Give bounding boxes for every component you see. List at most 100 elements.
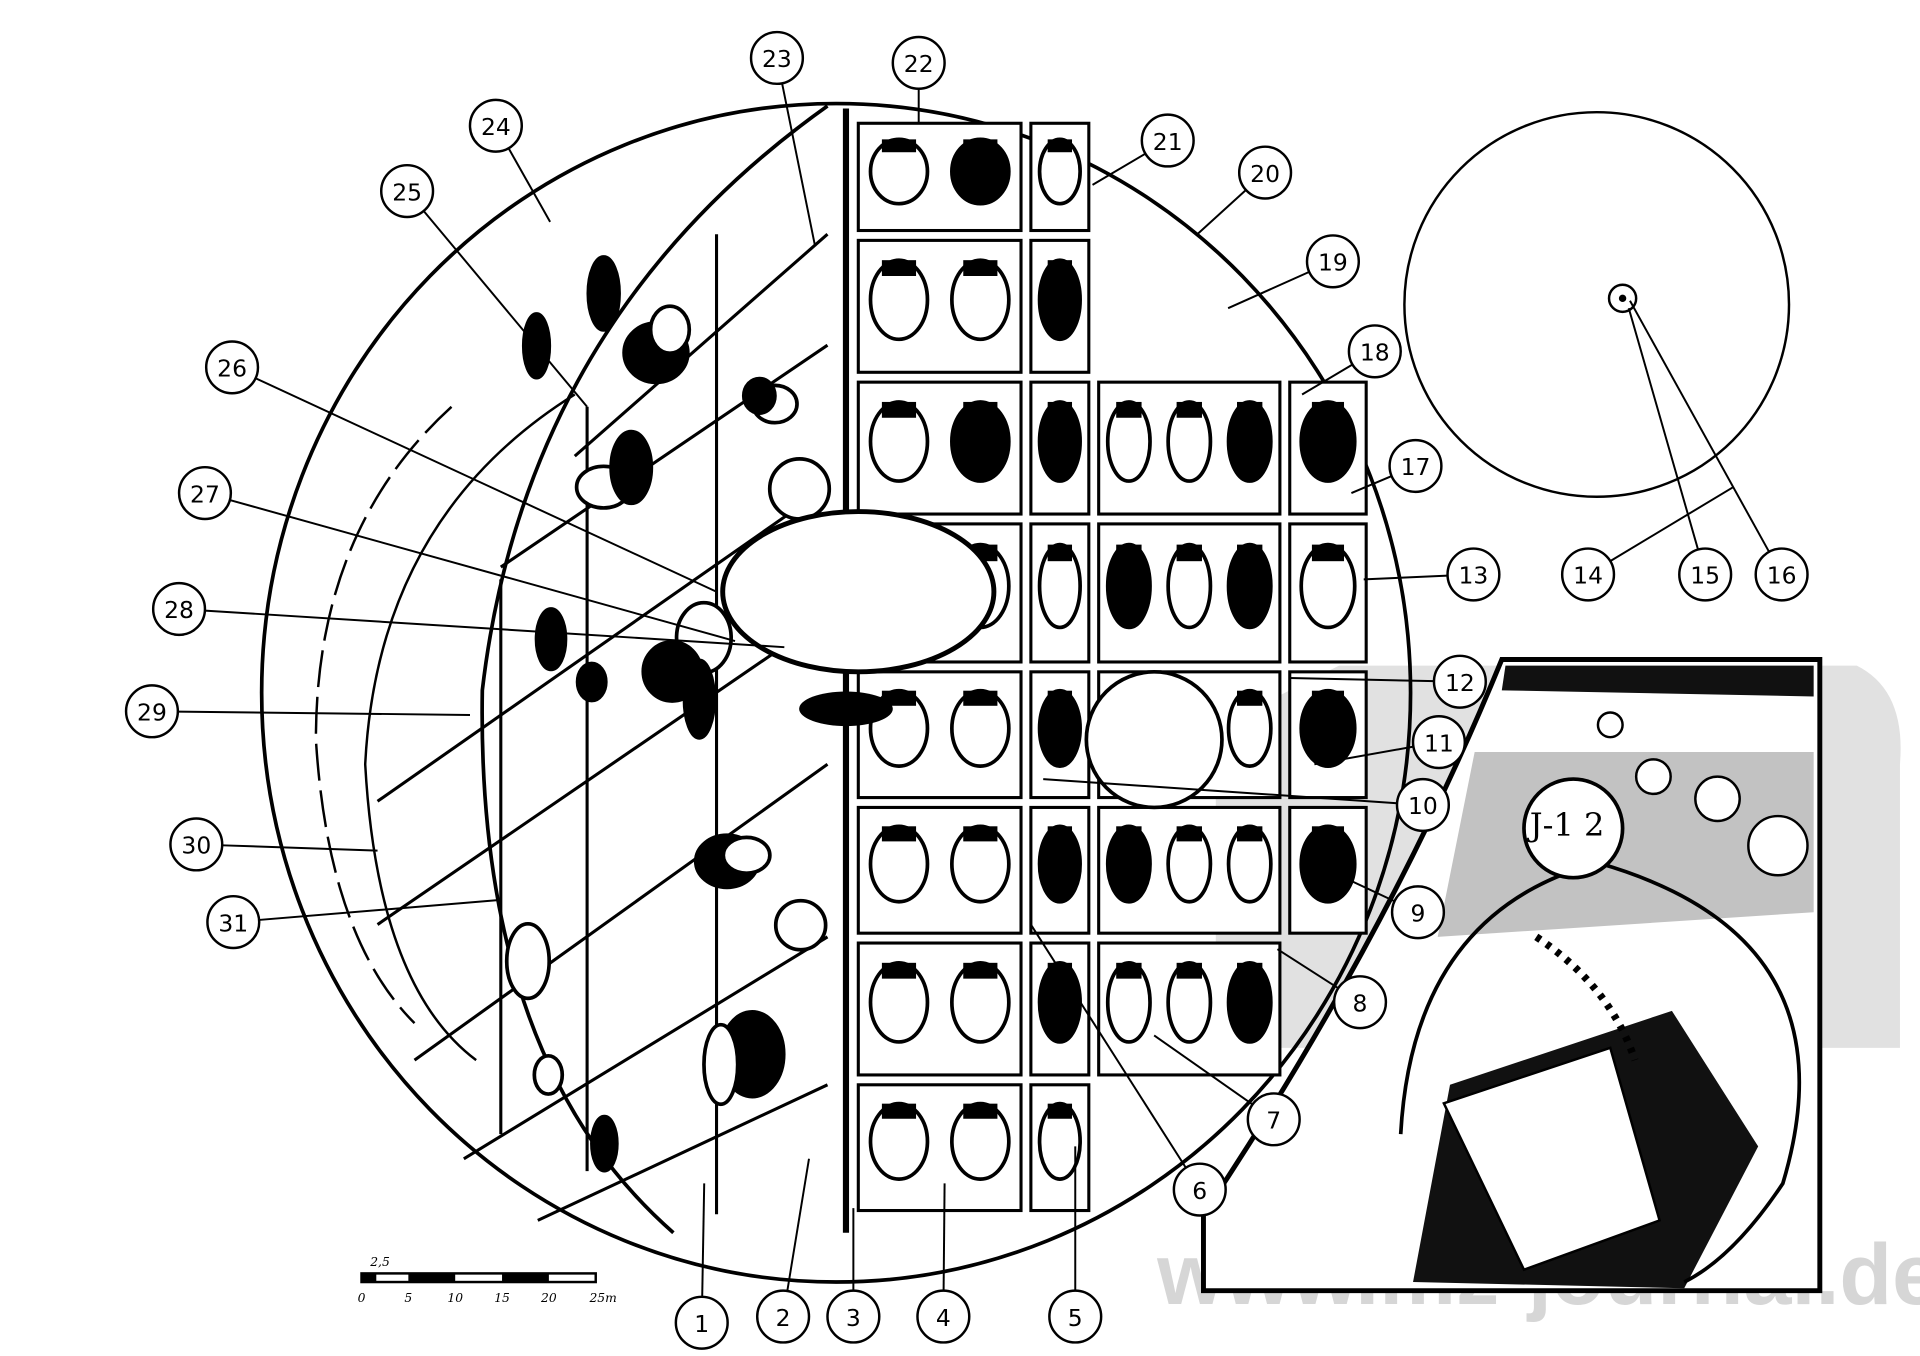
leader-line [1629, 300, 1770, 553]
machinery-cap [1237, 690, 1263, 706]
machinery-cap [1311, 826, 1345, 842]
machinery-cap [881, 260, 917, 276]
leader-line [1030, 924, 1187, 1169]
machinery-cap [1176, 401, 1202, 418]
callout-circle [1140, 113, 1195, 168]
leader-line [422, 210, 588, 408]
leader-line [1627, 307, 1699, 550]
callout-circle [916, 1289, 971, 1344]
callout-circle [1678, 547, 1733, 602]
machinery-cap [1116, 401, 1142, 418]
callout-number: 30 [181, 832, 211, 860]
leader-line [1043, 778, 1398, 805]
machinery-unit [1037, 137, 1082, 206]
callout-2: 2 [755, 1289, 811, 1344]
reactor-disc [720, 509, 997, 675]
scale-tick-label: 5 [404, 1291, 412, 1305]
machinery-unit [575, 661, 608, 703]
machinery-cap [1047, 260, 1073, 276]
leader-line [255, 377, 717, 593]
callout-20: 20 [1237, 145, 1293, 200]
leader-line [222, 844, 378, 852]
machinery-unit [741, 376, 777, 415]
callout-circle [1411, 714, 1467, 770]
machinery-unit [868, 137, 930, 206]
machinery-cap [1237, 962, 1263, 979]
leader-line [701, 1183, 706, 1297]
callout-circle [891, 35, 946, 90]
callout-circle [169, 817, 224, 872]
callout-number: 5 [1068, 1304, 1083, 1332]
machinery-cap [1047, 826, 1073, 842]
leader-line [1276, 948, 1339, 990]
callout-28: 28 [151, 581, 207, 637]
callout-circle [204, 340, 260, 395]
machinery-unit [721, 835, 772, 876]
machinery-cap [1047, 1103, 1073, 1119]
callout-number: 16 [1767, 562, 1797, 590]
machinery-unit [586, 255, 621, 332]
callout-circle [1395, 777, 1451, 833]
leader-line [1351, 475, 1393, 494]
callout-number: 12 [1445, 669, 1475, 697]
callout-number: 8 [1353, 989, 1368, 1017]
callout-18: 18 [1347, 324, 1402, 379]
callout-24: 24 [468, 98, 523, 153]
callout-number: 25 [392, 178, 422, 206]
machinery-cap [1311, 690, 1345, 706]
callout-number: 20 [1250, 160, 1280, 188]
machinery-unit [868, 258, 930, 342]
callout-circle [674, 1295, 729, 1350]
callout-circle [1432, 654, 1487, 709]
callout-14: 14 [1560, 547, 1616, 602]
machinery-cap [1116, 826, 1142, 842]
leader-line [786, 1158, 810, 1292]
machinery-cap [1047, 690, 1073, 706]
callout-number: 3 [846, 1304, 861, 1332]
sphere-outline [259, 101, 1413, 1284]
machinery-cap [881, 401, 917, 418]
callout-8: 8 [1332, 975, 1388, 1030]
callout-circle [1347, 324, 1402, 379]
callout-circle [1048, 1289, 1103, 1344]
machinery-cap [1311, 401, 1345, 418]
callout-3: 3 [826, 1289, 881, 1344]
callout-9: 9 [1390, 885, 1446, 940]
callout-circle [206, 894, 261, 950]
callout-number: 31 [218, 909, 248, 937]
scale-tick-label: 0 [358, 1291, 366, 1305]
machinery-cap [963, 1103, 998, 1119]
callout-circle [124, 684, 180, 739]
machinery-cap [963, 401, 998, 418]
callout-number: 27 [190, 480, 220, 508]
callout-circle [151, 581, 207, 637]
machinery-unit [609, 429, 654, 506]
machinery-cap [1176, 544, 1202, 562]
leader-line [1289, 677, 1435, 683]
callout-22: 22 [891, 35, 946, 90]
machinery-cap [1237, 544, 1263, 562]
machinery-cap [963, 690, 998, 706]
callout-7: 7 [1246, 1092, 1301, 1147]
leader-line [1153, 1034, 1254, 1106]
machinery-unit [767, 457, 832, 521]
callout-circle [468, 98, 523, 153]
machinery-unit [702, 1022, 740, 1107]
machinery-unit [534, 607, 568, 672]
callout-number: 9 [1411, 899, 1426, 927]
machinery-cap [1047, 139, 1073, 153]
leader-line [1338, 874, 1395, 903]
machinery-cap [881, 139, 917, 153]
callout-12: 12 [1432, 654, 1487, 709]
callout-number: 29 [137, 699, 167, 727]
machinery-cap [963, 826, 998, 842]
callout-number: 14 [1573, 562, 1603, 590]
callout-4: 4 [916, 1289, 971, 1344]
callout-26: 26 [204, 340, 260, 395]
callout-circle [749, 30, 805, 86]
machinery-cap [1047, 401, 1073, 418]
callout-number: 11 [1424, 729, 1454, 757]
callout-circle [1332, 975, 1388, 1030]
